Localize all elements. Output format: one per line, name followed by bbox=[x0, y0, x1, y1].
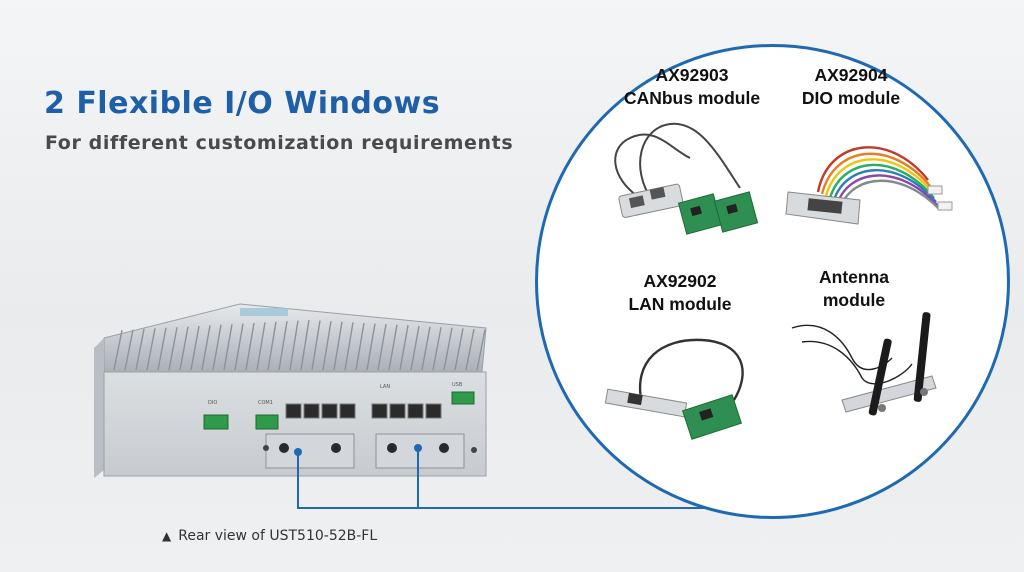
heatsink-fin bbox=[190, 325, 200, 371]
heatsink-fin bbox=[289, 320, 299, 371]
module-label-lan: AX92902 LAN module bbox=[610, 270, 750, 316]
heatsink-fin bbox=[267, 321, 277, 371]
heatsink-fin bbox=[476, 329, 486, 371]
module-label-antenna: Antenna module bbox=[794, 266, 914, 312]
heatsink-fin bbox=[454, 328, 464, 371]
device-image: DIO COM1 LAN USB bbox=[94, 303, 487, 478]
modules-circle bbox=[535, 44, 1010, 519]
heatsink-fin bbox=[322, 321, 332, 371]
device-label-usb: USB bbox=[452, 382, 463, 388]
heatsink-fin bbox=[223, 324, 233, 371]
heatsink-fin bbox=[355, 322, 365, 371]
heatsink-fin bbox=[443, 327, 453, 371]
dio-module-image bbox=[785, 146, 953, 225]
heatsink-fin bbox=[399, 325, 409, 371]
canbus-module-image bbox=[614, 122, 759, 235]
heatsink-fin bbox=[256, 322, 266, 371]
antenna-module-image bbox=[791, 312, 937, 416]
heatsink-fin bbox=[300, 319, 310, 371]
lan-port bbox=[407, 403, 424, 419]
lan-port bbox=[321, 403, 338, 419]
heatsink-fin bbox=[212, 324, 222, 371]
triangle-up-icon: ▲ bbox=[162, 529, 172, 543]
device-label-lan: LAN bbox=[380, 384, 390, 390]
heatsink-fin bbox=[157, 327, 167, 371]
lan-port bbox=[285, 403, 302, 419]
heatsink-fin bbox=[377, 324, 387, 371]
heatsink-fin bbox=[113, 330, 123, 371]
lan-port bbox=[339, 403, 356, 419]
module-part: AX92903 bbox=[655, 65, 729, 85]
module-label-dio: AX92904 DIO module bbox=[786, 64, 916, 110]
heatsink-fin bbox=[366, 323, 376, 371]
lan-port bbox=[303, 403, 320, 419]
heatsink-fin bbox=[135, 328, 145, 371]
heatsink-fin bbox=[278, 321, 288, 371]
module-part: Antenna bbox=[819, 267, 889, 287]
heatsink-fin bbox=[201, 325, 211, 371]
heatsink-fin bbox=[388, 324, 398, 371]
headline: 2 Flexible I/O Windows bbox=[44, 86, 441, 121]
module-name: CANbus module bbox=[623, 88, 761, 108]
device-label-com: COM1 bbox=[258, 400, 273, 406]
heatsink-fin bbox=[179, 326, 189, 371]
heatsink-fin bbox=[245, 322, 255, 371]
module-name: LAN module bbox=[628, 294, 732, 314]
lan-port bbox=[425, 403, 442, 419]
heatsink-fin bbox=[124, 329, 134, 371]
module-part: AX92902 bbox=[643, 271, 717, 291]
subhead: For different customization requirements bbox=[45, 132, 514, 154]
heatsink-fin bbox=[465, 328, 475, 371]
module-name: module bbox=[822, 290, 886, 310]
module-name: DIO module bbox=[801, 88, 901, 108]
module-part: AX92904 bbox=[814, 65, 888, 85]
heatsink-fin bbox=[432, 327, 442, 371]
heatsink-fin bbox=[168, 327, 178, 371]
heatsink-fin bbox=[410, 325, 420, 371]
heatsink-fin bbox=[333, 321, 343, 371]
lan-module-image bbox=[604, 338, 744, 440]
caption-text: Rear view of UST510-52B-FL bbox=[178, 528, 378, 544]
heatsink-fin bbox=[311, 320, 321, 371]
heatsink-fin bbox=[344, 322, 354, 371]
module-label-canbus: AX92903 CANbus module bbox=[612, 64, 772, 110]
caption: ▲ Rear view of UST510-52B-FL bbox=[162, 528, 377, 544]
heatsink-fin bbox=[421, 326, 431, 371]
device-label-dio: DIO bbox=[208, 400, 217, 406]
lan-port bbox=[371, 403, 388, 419]
heatsink-fin bbox=[234, 323, 244, 371]
lan-port bbox=[389, 403, 406, 419]
heatsink-fin bbox=[146, 328, 156, 371]
